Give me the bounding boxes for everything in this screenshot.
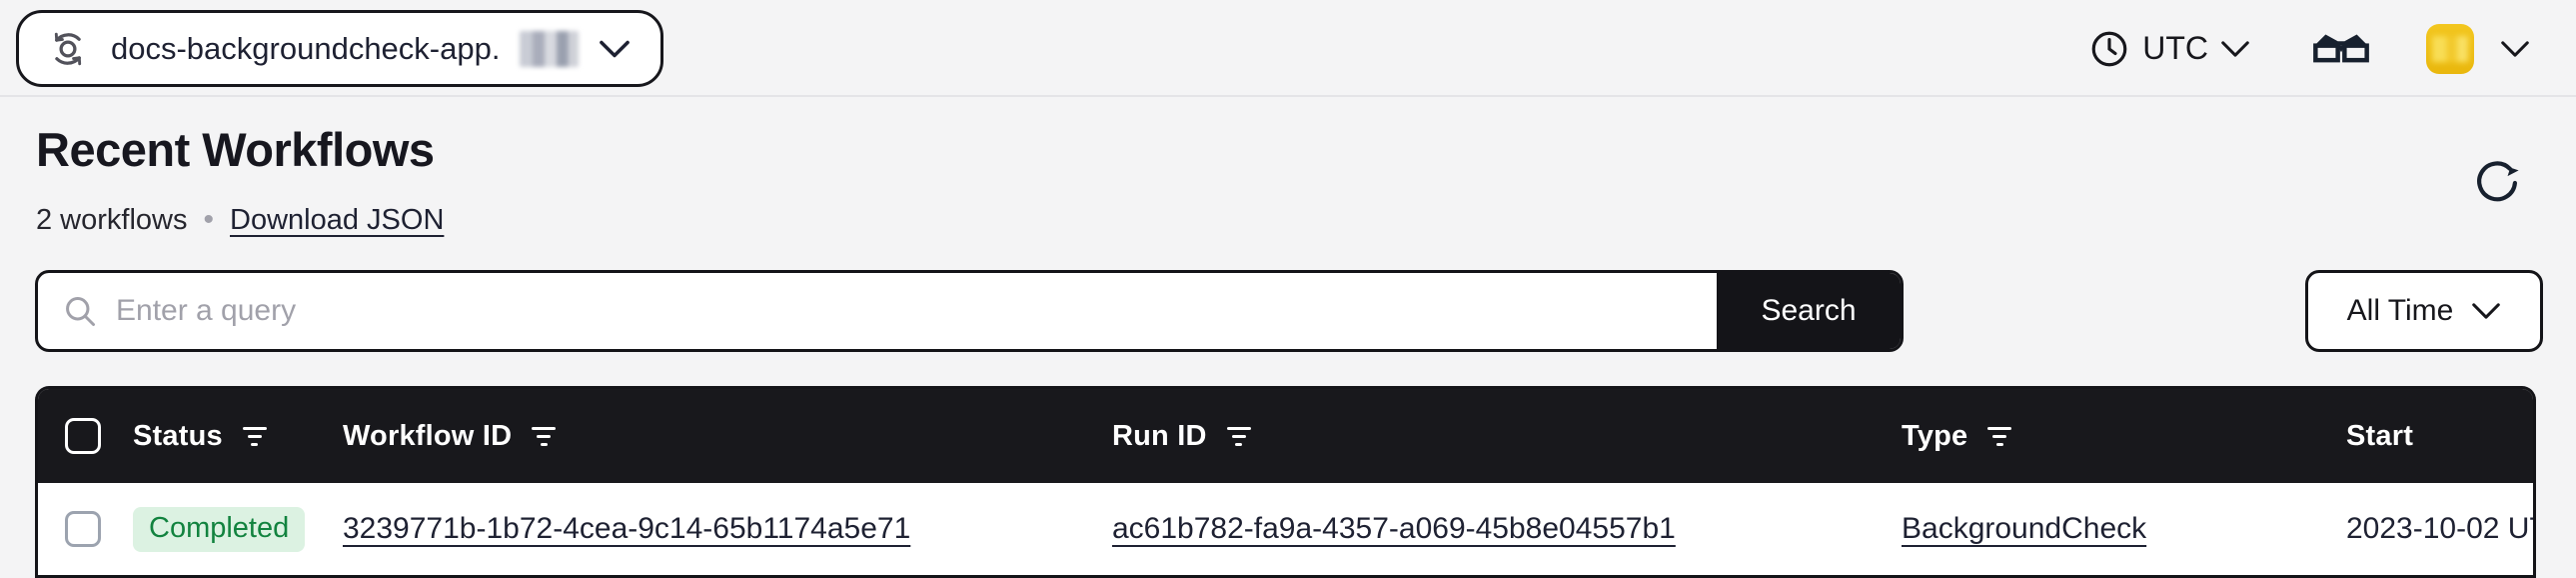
namespace-selector[interactable]: docs-backgroundcheck-app. (16, 10, 663, 87)
filter-icon[interactable] (532, 426, 557, 446)
clock-icon (2088, 28, 2130, 70)
cell-workflow-id: 3239771b-1b72-4cea-9c14-65b1174a5e71 (343, 512, 1112, 546)
workflows-table: Status Workflow ID Run ID Type Start Com… (35, 386, 2536, 578)
table-row: Completed 3239771b-1b72-4cea-9c14-65b117… (38, 483, 2533, 575)
start-time-text: 2023-10-02 UT (2346, 512, 2533, 545)
workflow-count: 2 workflows (36, 203, 188, 236)
namespace-label: docs-backgroundcheck-app. (111, 30, 501, 66)
namespace-redacted-suffix (520, 30, 579, 67)
column-label: Start (2346, 419, 2414, 452)
cell-type: BackgroundCheck (1902, 512, 2346, 546)
row-checkbox[interactable] (65, 511, 101, 547)
download-json-link[interactable]: Download JSON (230, 203, 445, 236)
cell-start: 2023-10-02 UT (2346, 512, 2533, 546)
query-search-bar: Search (35, 270, 1904, 352)
filter-icon[interactable] (1226, 426, 1251, 446)
column-header-type: Type (1902, 420, 2346, 453)
status-badge: Completed (133, 506, 306, 552)
column-label: Type (1902, 419, 1968, 452)
chevron-down-icon (2220, 40, 2250, 58)
table-header-row: Status Workflow ID Run ID Type Start (38, 389, 2533, 483)
column-header-start: Start (2346, 420, 2533, 453)
refresh-button[interactable] (2470, 156, 2524, 210)
row-checkbox-cell (38, 511, 133, 547)
column-header-workflow-id: Workflow ID (343, 420, 1112, 453)
topbar: docs-backgroundcheck-app. UTC (0, 0, 2576, 97)
column-label: Status (133, 419, 223, 452)
timezone-selector[interactable]: UTC (2088, 28, 2250, 70)
timezone-label: UTC (2142, 30, 2208, 66)
search-icon (62, 293, 98, 329)
search-button[interactable]: Search (1717, 273, 1901, 349)
filter-icon[interactable] (1987, 426, 2012, 446)
workflow-id-link[interactable]: 3239771b-1b72-4cea-9c14-65b1174a5e71 (343, 512, 911, 545)
page-title: Recent Workflows (36, 123, 435, 176)
time-range-filter[interactable]: All Time (2305, 270, 2543, 352)
avatar[interactable] (2426, 23, 2474, 74)
run-id-link[interactable]: ac61b782-fa9a-4357-a069-45b8e04557b1 (1112, 512, 1676, 545)
glasses-icon[interactable] (2312, 28, 2370, 70)
column-header-run-id: Run ID (1112, 420, 1902, 453)
cell-run-id: ac61b782-fa9a-4357-a069-45b8e04557b1 (1112, 512, 1902, 546)
avatar-redacted-initial (2432, 35, 2468, 62)
select-all-checkbox[interactable] (65, 418, 101, 454)
topbar-right-cluster: UTC (2088, 0, 2530, 97)
namespace-sync-icon (45, 26, 91, 72)
column-label: Workflow ID (343, 419, 513, 452)
search-input[interactable] (116, 273, 1717, 349)
chevron-down-icon[interactable] (2500, 40, 2530, 58)
bullet-separator: • (203, 203, 215, 236)
workflow-type-link[interactable]: BackgroundCheck (1902, 512, 2147, 545)
cell-status: Completed (133, 506, 343, 552)
filter-icon[interactable] (242, 426, 267, 446)
header-checkbox-cell (38, 418, 133, 454)
column-label: Run ID (1112, 419, 1207, 452)
subtitle-row: 2 workflows • Download JSON (36, 203, 444, 237)
chevron-down-icon (2471, 302, 2501, 320)
chevron-down-icon (599, 39, 631, 59)
column-header-status: Status (133, 420, 343, 453)
time-range-label: All Time (2346, 294, 2454, 327)
row-divider (38, 575, 2533, 578)
